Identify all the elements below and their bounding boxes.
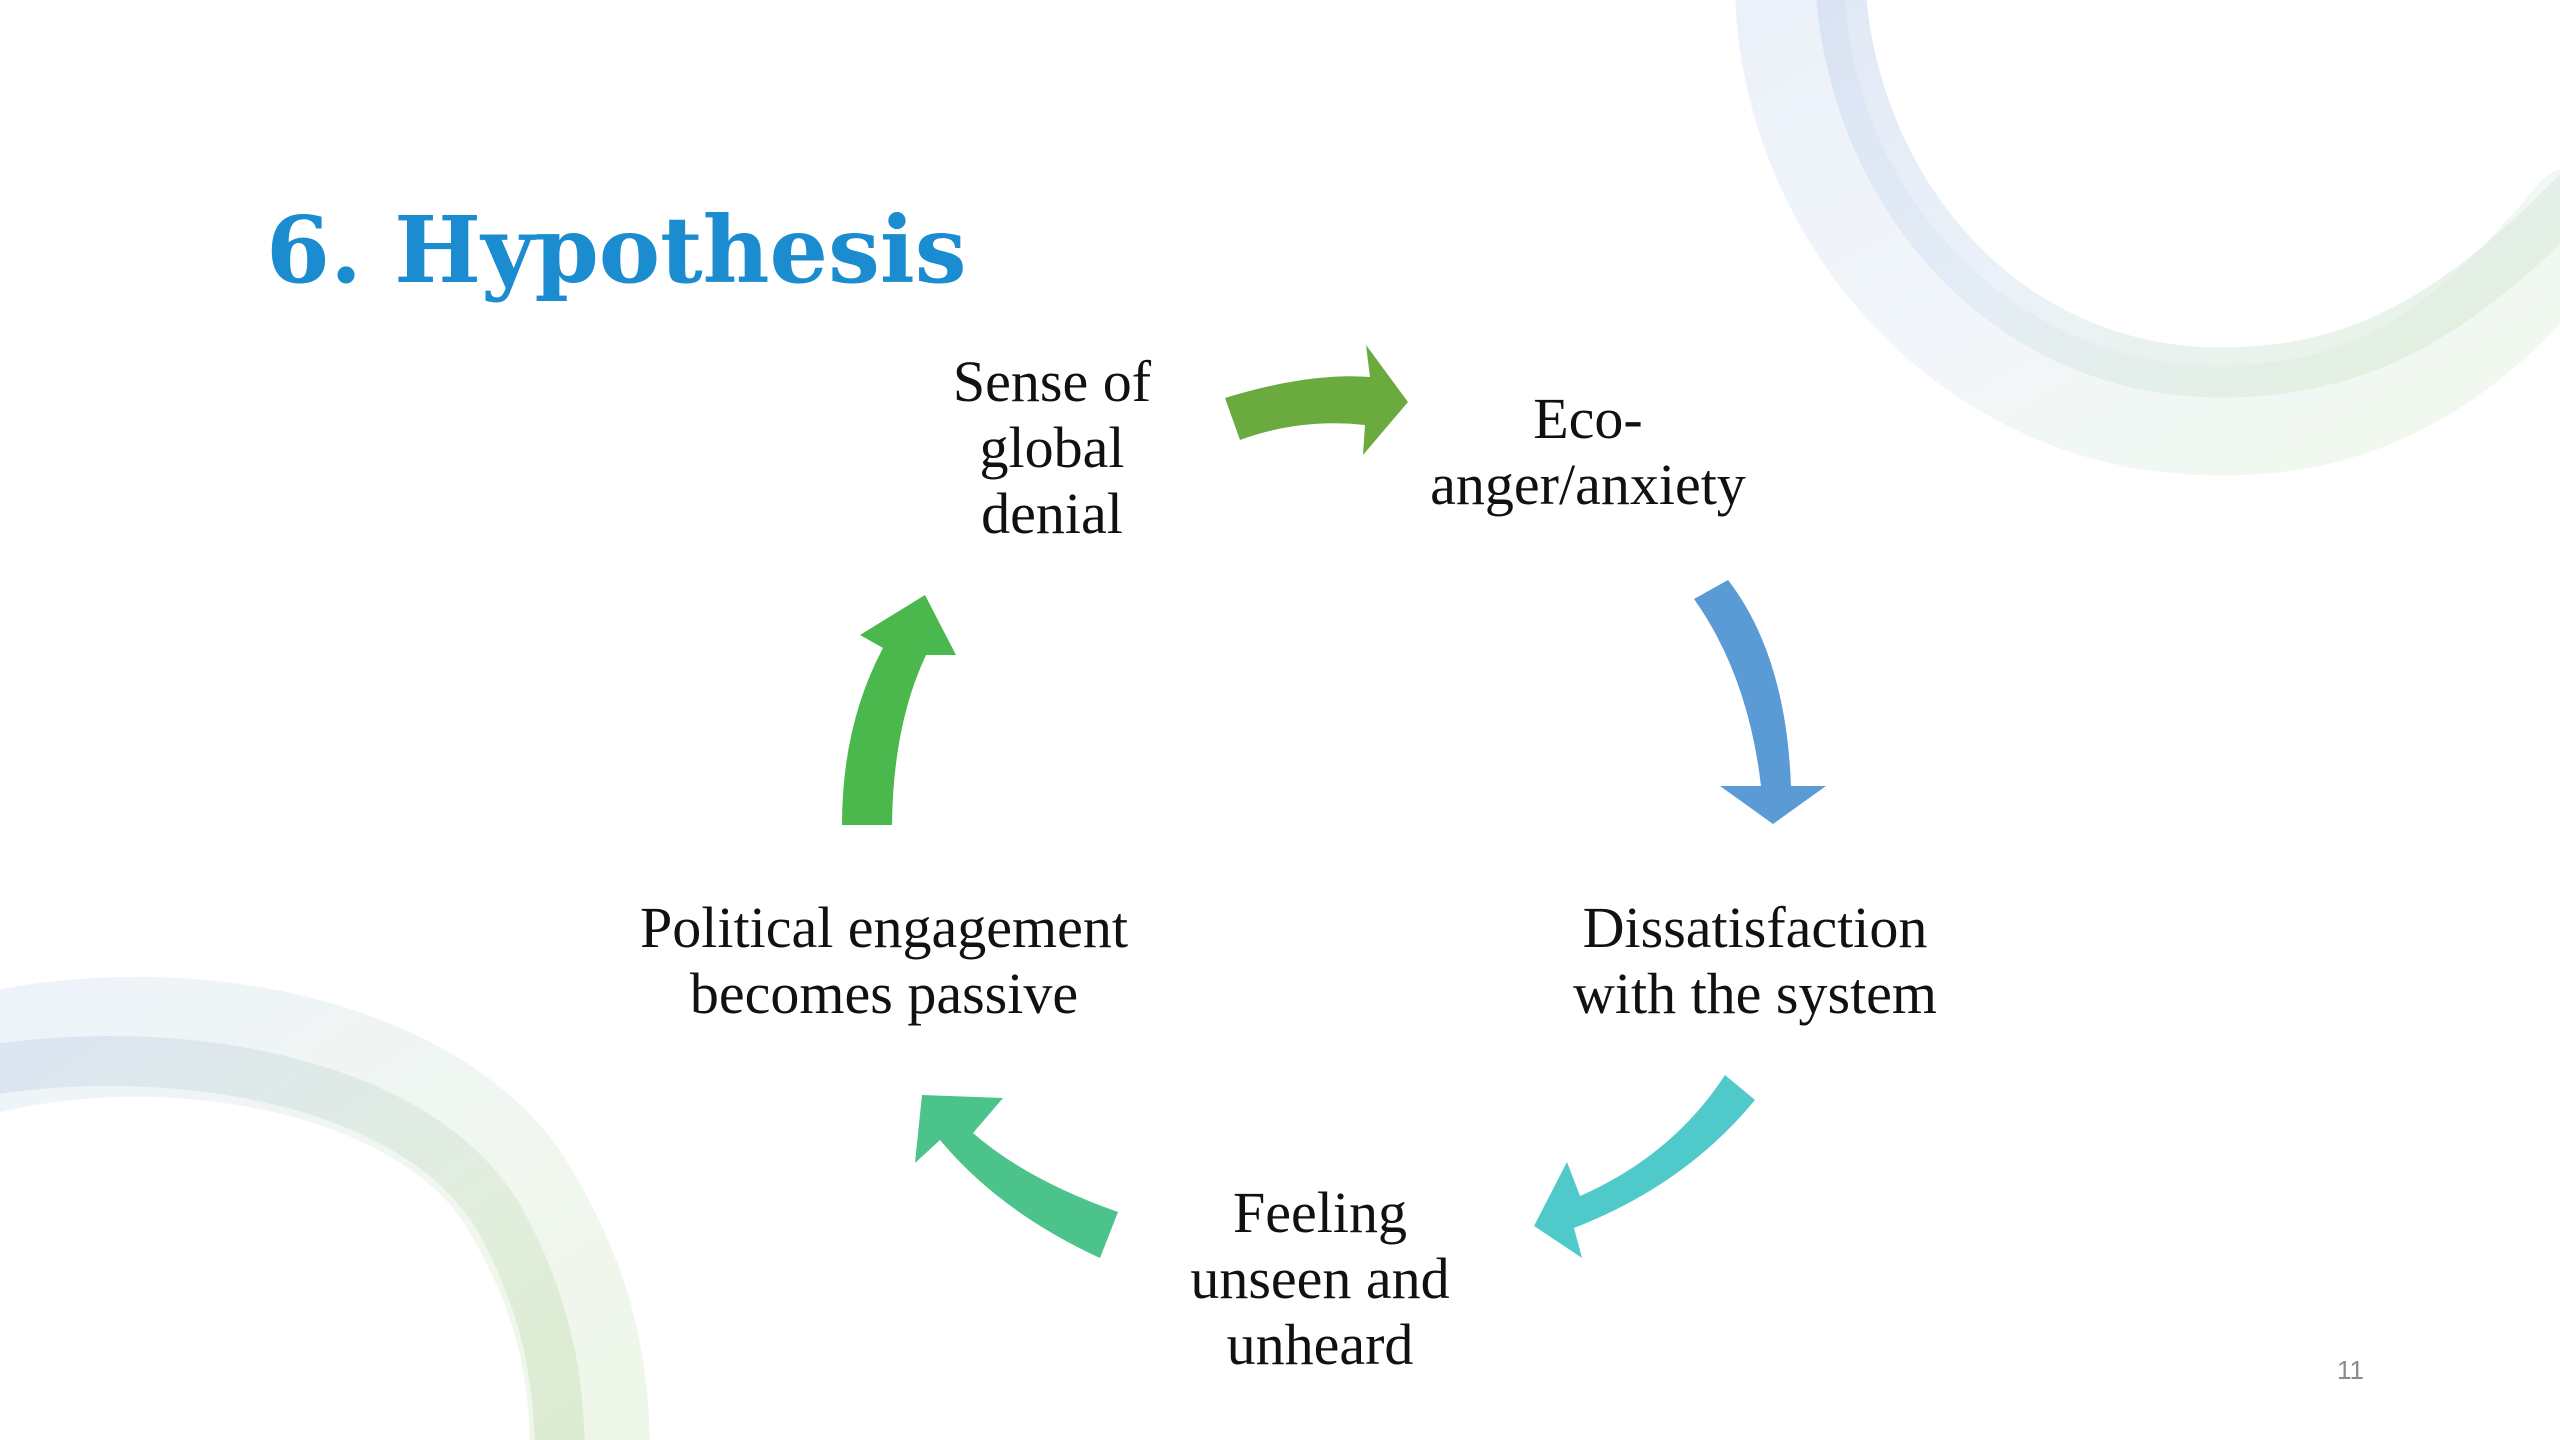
node-dissatisfaction: Dissatisfaction with the system bbox=[1572, 895, 1938, 1026]
page-number: 11 bbox=[2337, 1355, 2364, 1385]
node-global-denial: Sense of global denial bbox=[952, 349, 1152, 546]
arrow-dissatisfaction-to-unseen bbox=[1534, 1075, 1755, 1258]
arrow-anger-to-dissatisfaction bbox=[1694, 580, 1826, 824]
slide-title: 6. Hypothesis bbox=[266, 196, 967, 304]
arrow-denial-to-anger bbox=[1225, 345, 1408, 455]
arrow-unseen-to-passive bbox=[915, 1095, 1118, 1258]
node-unseen: Feeling unseen and unheard bbox=[1190, 1180, 1450, 1377]
bottom-left-swoosh bbox=[0, 976, 650, 1440]
arrow-passive-to-denial bbox=[842, 595, 956, 825]
top-right-swoosh bbox=[1735, 0, 2560, 476]
node-passive: Political engagement becomes passive bbox=[639, 895, 1129, 1026]
node-eco-anger: Eco- anger/anxiety bbox=[1430, 386, 1746, 517]
